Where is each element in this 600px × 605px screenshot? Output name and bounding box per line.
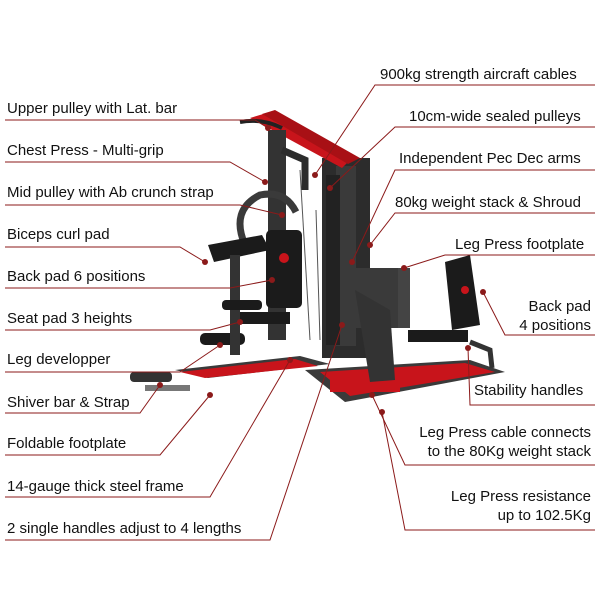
label-chest-press: Chest Press - Multi-grip [7, 142, 164, 159]
label-cable-connects-line1: Leg Press cable connects [419, 424, 591, 441]
label-back-pad-positions: Back pad 4 positions [505, 297, 591, 335]
label-cable-connects: Leg Press cable connects to the 80Kg wei… [408, 423, 591, 461]
label-leg-press-footplate: Leg Press footplate [455, 236, 585, 253]
leader-handles [5, 324, 343, 541]
leader-pulleys [329, 126, 595, 189]
label-pulleys: 10cm-wide sealed pulleys [409, 108, 581, 125]
leader-seat-pad [5, 321, 241, 331]
label-shiver-bar: Shiver bar & Strap [7, 394, 130, 411]
leader-weight-stack [369, 212, 595, 246]
home-gym-machine [130, 110, 505, 402]
leader-shiver-bar [5, 384, 161, 414]
leader-cables [314, 84, 595, 176]
leader-steel-frame [5, 359, 291, 498]
label-biceps-pad: Biceps curl pad [7, 226, 110, 243]
leader-biceps-pad [5, 246, 206, 263]
leader-pec-dec [351, 169, 595, 263]
label-steel-frame: 14-gauge thick steel frame [7, 478, 184, 495]
leader-upper-pulley [5, 119, 269, 129]
leader-footplate [5, 394, 211, 456]
label-pec-dec: Independent Pec Dec arms [399, 150, 581, 167]
leader-stability-handles [467, 347, 595, 406]
label-footplate: Foldable footplate [7, 435, 127, 452]
leader-back-pad-positions [482, 291, 595, 336]
leader-mid-pulley [5, 204, 283, 216]
leader-lines [5, 84, 595, 541]
label-weight-stack: 80kg weight stack & Shroud [395, 194, 581, 211]
leader-back-pad [5, 279, 273, 289]
leader-leg-press-footplate [403, 254, 595, 269]
leader-leg-developper [5, 344, 221, 373]
label-back-pad-positions-line2: 4 positions [519, 317, 591, 334]
label-seat-pad: Seat pad 3 heights [7, 310, 133, 327]
leader-dots [157, 125, 486, 415]
label-back-pad: Back pad 6 positions [7, 268, 146, 285]
label-stability-handles: Stability handles [474, 382, 584, 399]
label-cables: 900kg strength aircraft cables [380, 66, 577, 83]
label-resistance-line2: up to 102.5Kg [497, 507, 591, 524]
label-resistance-line1: Leg Press resistance [450, 488, 591, 505]
label-mid-pulley: Mid pulley with Ab crunch strap [7, 184, 214, 201]
label-upper-pulley: Upper pulley with Lat. bar [7, 100, 178, 117]
label-resistance: Leg Press resistance up to 102.5Kg [420, 487, 591, 525]
label-handles: 2 single handles adjust to 4 lengths [7, 520, 242, 537]
label-back-pad-positions-line1: Back pad [528, 298, 591, 315]
leader-resistance [381, 411, 595, 531]
label-leg-developper: Leg developper [7, 351, 111, 368]
label-cable-connects-line2: to the 80Kg weight stack [427, 443, 591, 460]
leader-chest-press [5, 161, 266, 183]
